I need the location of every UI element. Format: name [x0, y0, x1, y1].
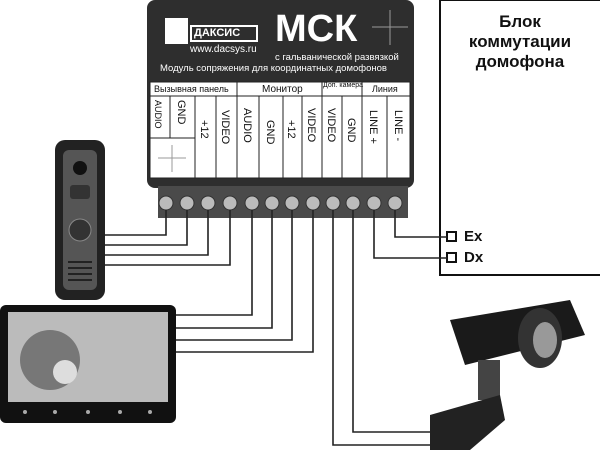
pin-label: +12 [198, 120, 210, 139]
pin-label: GND [345, 118, 357, 143]
brand-name: ДАКСИС [194, 27, 241, 39]
pin-label: VIDEO [305, 108, 317, 143]
cctv-camera [430, 300, 585, 450]
group-extra-camera: Доп. камера [323, 82, 363, 89]
pin-label: GND [175, 100, 187, 125]
switch-block-frame [439, 0, 600, 276]
door-call-panel [55, 140, 105, 300]
brand-logo [165, 18, 188, 44]
pin-label: GND [264, 120, 276, 145]
terminal-block [158, 186, 408, 218]
model-name: МСК [275, 8, 358, 50]
pin-label: +12 [285, 120, 297, 139]
video-monitor [0, 305, 176, 423]
pin-dx: Dx [464, 249, 484, 266]
label-table [149, 81, 411, 179]
switch-block-title: Блок коммутации домофона [468, 12, 572, 71]
pin-label: VIDEO [325, 108, 337, 143]
pin-label: VIDEO [219, 110, 231, 145]
pin-ex: Ex [464, 228, 483, 245]
pin-label: LINE + [367, 110, 379, 144]
website: www.dacsys.ru [190, 44, 257, 55]
description: Модуль сопряжения для координатных домоф… [160, 63, 387, 74]
group-call-panel: Вызывная панель [154, 84, 229, 94]
group-monitor: Монитор [262, 84, 303, 95]
group-line: Линия [372, 84, 398, 94]
pin-label: AUDIO [241, 108, 253, 143]
pin-label: LINE - [392, 110, 404, 142]
wires [105, 210, 447, 446]
terminal-screws [158, 195, 403, 211]
pin-label: AUDIO [153, 100, 163, 129]
subtitle: с гальванической развязкой [275, 52, 399, 63]
